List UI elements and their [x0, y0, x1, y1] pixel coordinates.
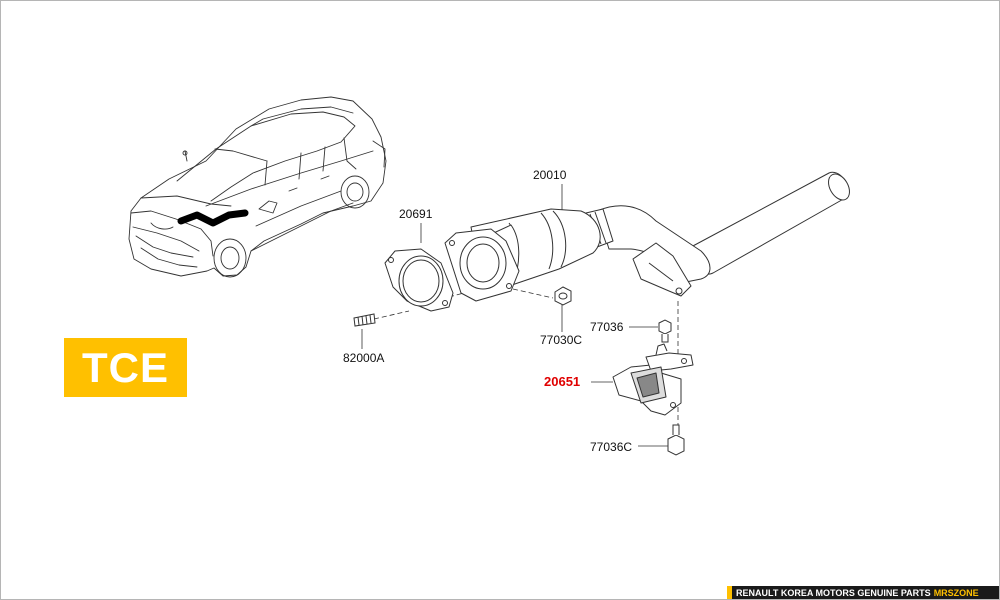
part-label-20691[interactable]: 20691	[399, 207, 433, 221]
engine-badge: TCE	[64, 338, 187, 397]
gasket-20691	[384, 248, 454, 312]
engine-badge-text: TCE	[82, 343, 169, 391]
exhaust-pipe-20010	[444, 171, 850, 302]
leader-lines	[361, 184, 679, 447]
nut-77030c	[554, 286, 572, 306]
bolt-77036c	[667, 424, 685, 456]
footer-text: RENAULT KOREA MOTORS GENUINE PARTS	[736, 588, 931, 598]
car-illustration	[128, 96, 387, 278]
part-label-20010[interactable]: 20010	[533, 168, 567, 182]
hanger-20651	[612, 343, 694, 416]
bolt-77036	[658, 319, 672, 343]
part-label-77036[interactable]: 77036	[590, 320, 624, 334]
stud-82000a	[353, 313, 376, 327]
footer-brand: MRSZONE	[933, 588, 979, 598]
part-label-77030c[interactable]: 77030C	[540, 333, 583, 347]
part-label-77036c[interactable]: 77036C	[590, 440, 633, 454]
part-label-82000a[interactable]: 82000A	[343, 351, 385, 365]
part-label-20651-highlighted[interactable]: 20651	[544, 374, 581, 389]
